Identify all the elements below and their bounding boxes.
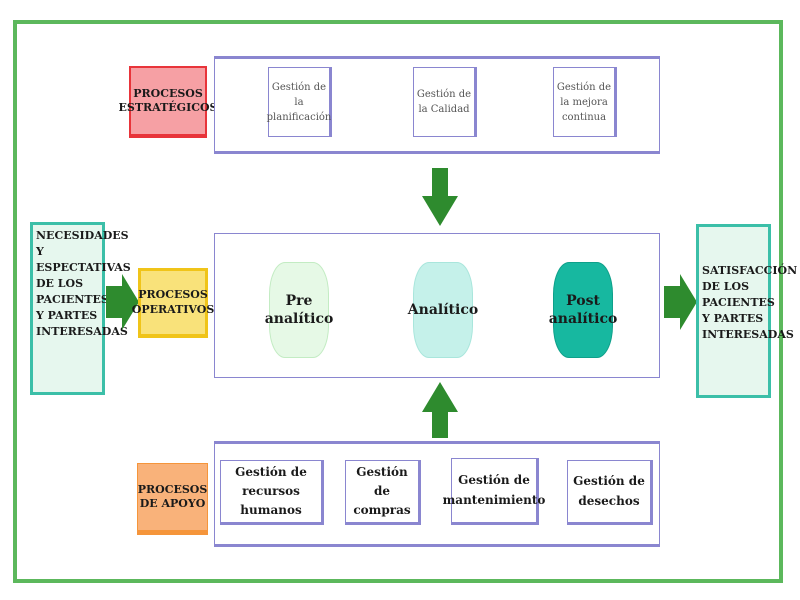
input-needs-text: NECESIDADES Y ESPECTATIVAS DE LOS PACIEN… (36, 229, 131, 338)
support-item-maintenance-text: Gestión de mantenimiento (442, 473, 546, 507)
support-label-text: PROCESOS DE APOYO (137, 482, 208, 510)
strategic-item-improvement: Gestión de la mejora continua (553, 67, 617, 137)
support-item-hr-text: Gestión de recursos humanos (235, 464, 307, 518)
strategic-item-improvement-text: Gestión de la mejora continua (556, 81, 612, 123)
arrow-down-icon (422, 168, 458, 226)
strategic-item-quality-text: Gestión de la Calidad (416, 89, 472, 115)
output-satisfaction-box: SATISFACCIÓN DE LOS PACIENTES Y PARTES I… (696, 224, 797, 398)
stage-post-analytic-text: Post analítico (548, 292, 618, 327)
support-item-waste: Gestión de desechos (567, 460, 653, 525)
support-label: PROCESOS DE APOYO (137, 463, 208, 535)
strategic-item-planning: Gestión de la planificación (266, 67, 332, 137)
support-item-waste-text: Gestión de desechos (573, 474, 645, 508)
outer-frame (13, 20, 783, 583)
strategic-item-quality: Gestión de la Calidad (413, 67, 477, 137)
operative-label-text: PROCESOS OPERATIVOS (131, 288, 215, 316)
stage-analytic: Analítico (408, 262, 478, 358)
support-item-purchasing-text: Gestión de compras (353, 464, 411, 518)
stage-pre-analytic-text: Pre analítico (264, 292, 334, 327)
strategic-label-text: PROCESOS ESTRATÉGICOS (118, 86, 218, 114)
support-item-purchasing: Gestión de compras (345, 460, 421, 525)
support-item-maintenance: Gestión de mantenimiento (443, 458, 545, 525)
arrow-right-output-icon (664, 274, 697, 330)
strategic-label: PROCESOS ESTRATÉGICOS (119, 66, 218, 138)
arrow-up-icon (422, 382, 458, 438)
stage-post-analytic: Post analítico (549, 262, 617, 358)
strategic-item-planning-text: Gestión de la planificación (266, 81, 332, 123)
stage-analytic-text: Analítico (407, 301, 479, 318)
stage-pre-analytic: Pre analítico (265, 262, 333, 358)
arrow-right-icon (106, 274, 139, 330)
operative-label: PROCESOS OPERATIVOS (132, 268, 214, 338)
output-satisfaction-text: SATISFACCIÓN DE LOS PACIENTES Y PARTES I… (702, 264, 798, 341)
support-item-hr: Gestión de recursos humanos (220, 460, 324, 525)
input-needs-box: NECESIDADES Y ESPECTATIVAS DE LOS PACIEN… (30, 222, 131, 395)
